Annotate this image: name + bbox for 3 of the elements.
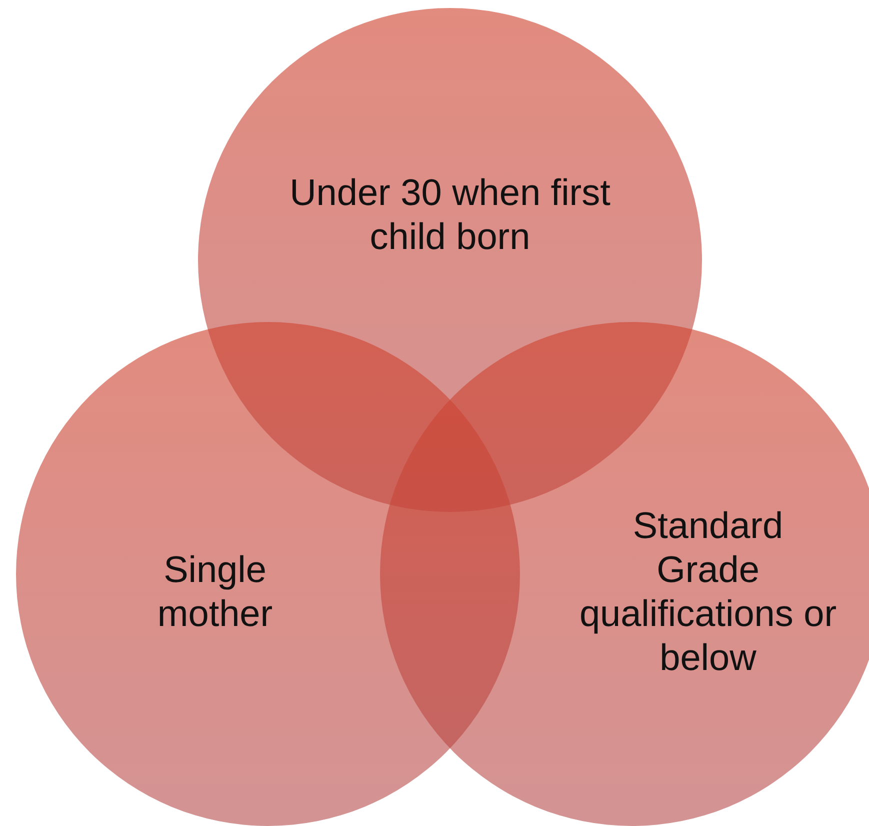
circle-label: Standard Grade qualifications or below (578, 504, 838, 680)
circle-label: Under 30 when first child born (288, 171, 612, 259)
circle-label: Single mother (156, 548, 274, 636)
